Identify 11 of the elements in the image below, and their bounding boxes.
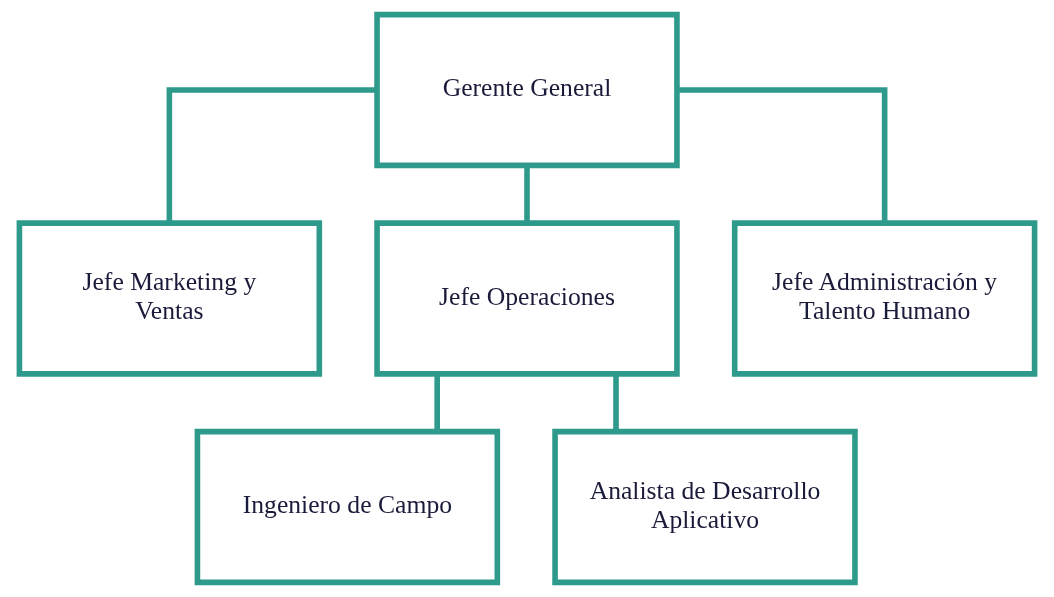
node-box: Jefe Administración y Talento Humano bbox=[731, 220, 1038, 377]
node-box: Gerente General bbox=[374, 11, 680, 169]
connector bbox=[677, 87, 888, 223]
connector bbox=[524, 165, 530, 224]
connector bbox=[613, 374, 619, 432]
connector bbox=[166, 87, 377, 223]
connector bbox=[434, 374, 440, 432]
node-box: Ingeniero de Campo bbox=[194, 428, 501, 586]
node-box: Analista de Desarrollo Aplicativo bbox=[552, 428, 858, 586]
node-box: Jefe Marketing y Ventas bbox=[16, 220, 323, 377]
node-box: Jefe Operaciones bbox=[374, 220, 680, 377]
